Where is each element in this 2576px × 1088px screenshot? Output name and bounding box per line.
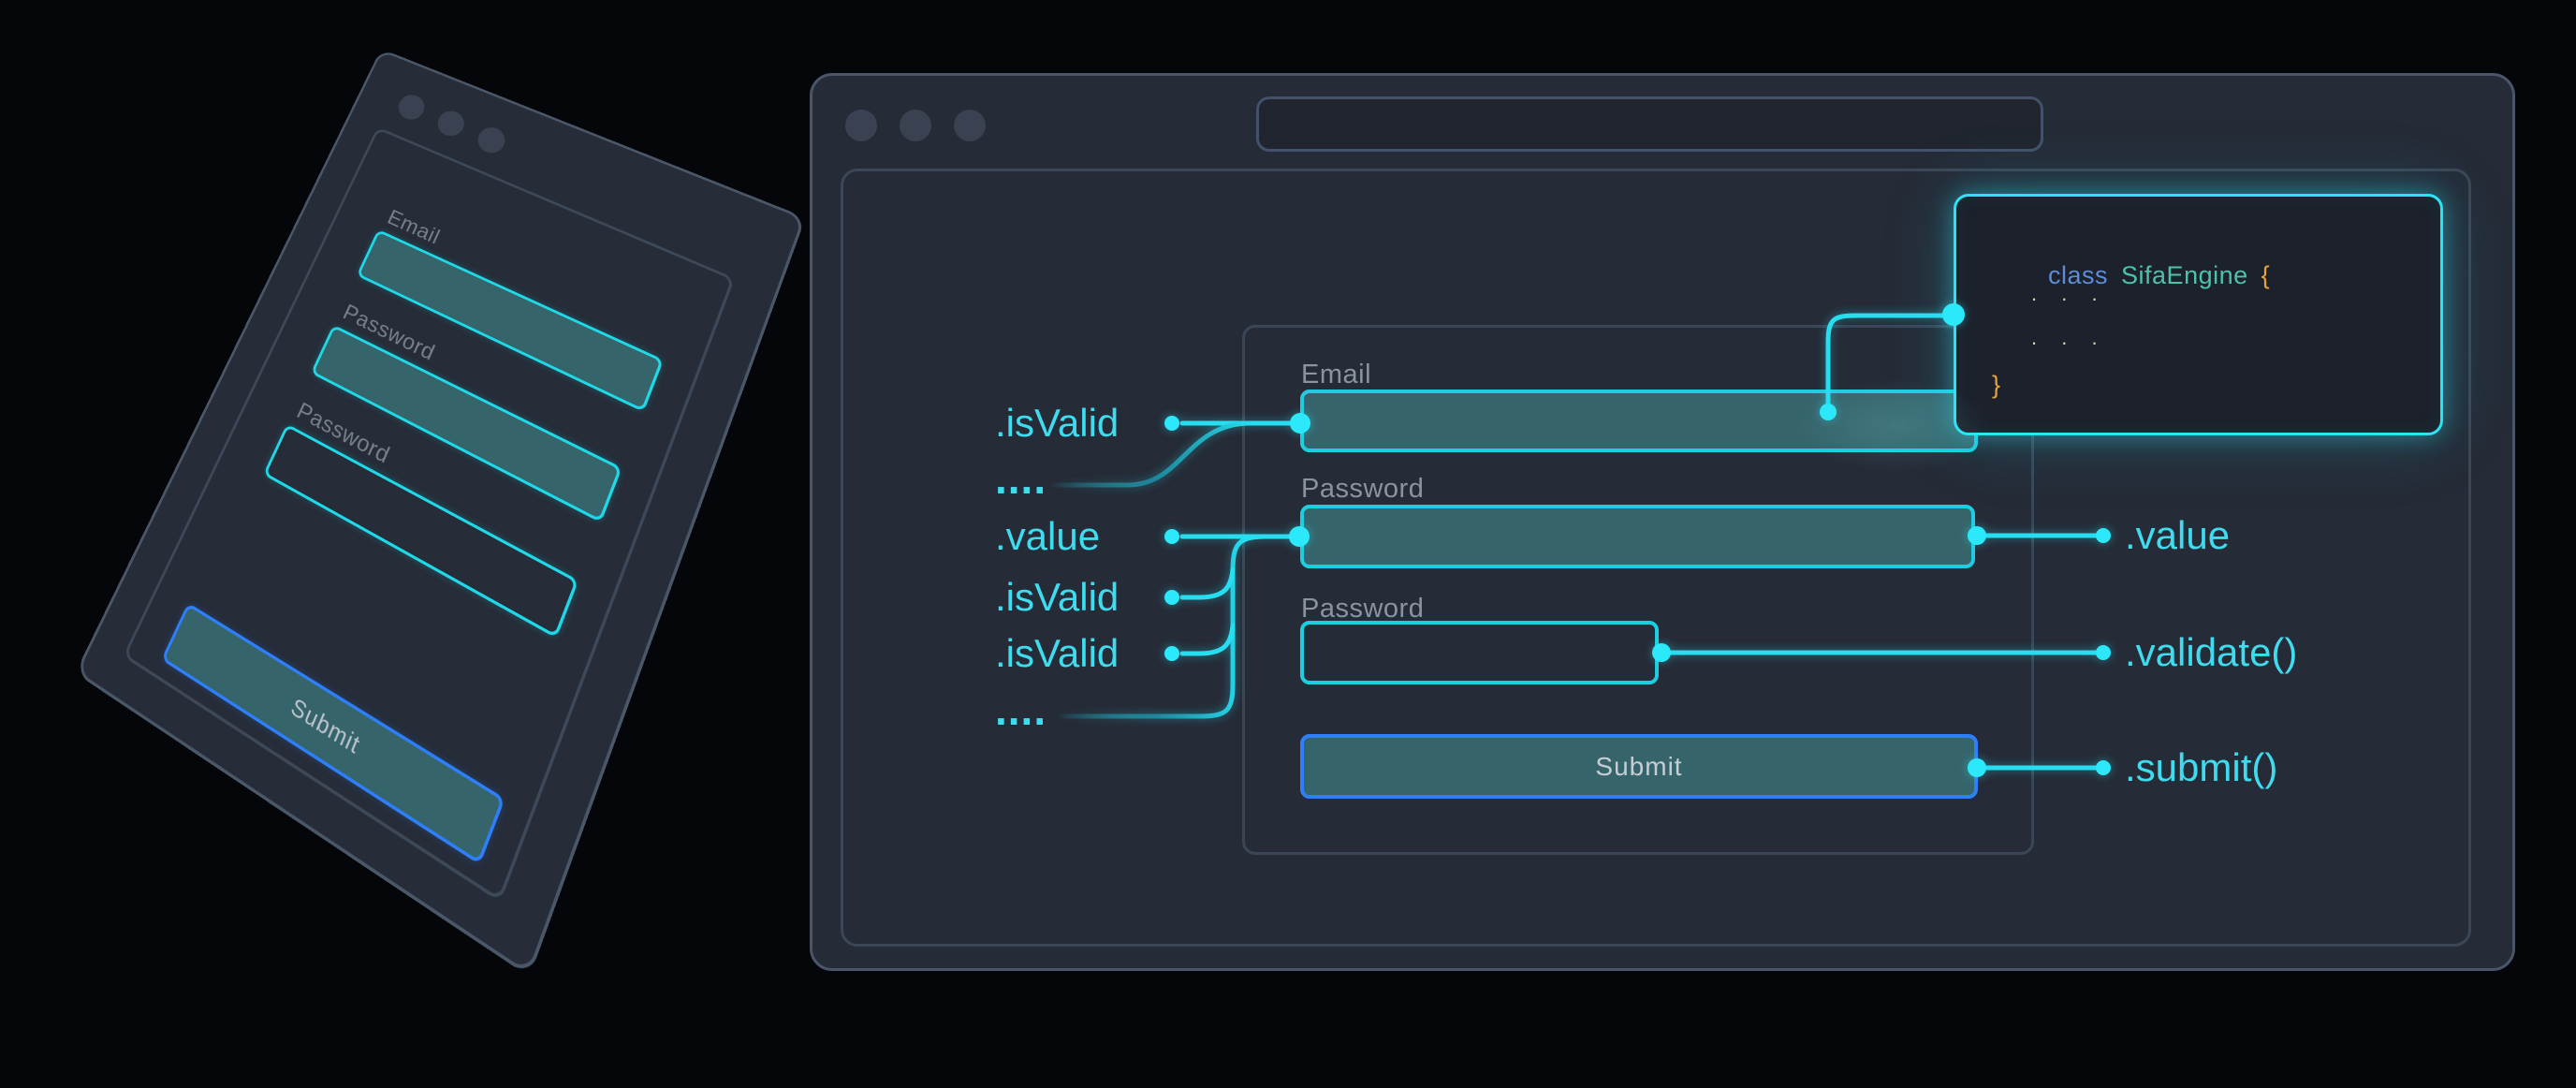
code-class-name: SifaEngine [2121, 261, 2248, 289]
window-dot-icon [954, 110, 986, 141]
window-dot-icon [900, 110, 931, 141]
window-dot-icon [845, 110, 877, 141]
mock-submit-button: Submit [161, 602, 505, 865]
tilted-form-card: Email Password Password Submit [75, 49, 806, 978]
url-bar[interactable] [1256, 96, 2043, 152]
annotation-ellipsis-password: .... [995, 685, 1047, 734]
code-panel: class SifaEngine { . . . . . . } [1954, 194, 2443, 435]
code-keyword: class [2048, 261, 2109, 289]
annotation-isvalid-email: .isValid [995, 401, 1120, 445]
code-ellipsis-line: . . . [2031, 326, 2107, 349]
code-ellipsis-line: . . . [2031, 282, 2107, 305]
window-dot-icon [474, 123, 509, 157]
code-open-brace: { [2261, 261, 2271, 289]
browser-window: Email Password Password Submit class Sifa… [810, 73, 2515, 971]
submit-label: Submit [1595, 751, 1683, 781]
page-content-panel [841, 169, 2471, 947]
password-label: Password [1301, 474, 1425, 504]
email-label: Email [1301, 360, 1372, 390]
annotation-value-right: .value [2125, 513, 2231, 557]
mock-form-panel: Email Password Password Submit [123, 126, 736, 903]
annotation-value-password: .value [995, 514, 1101, 558]
submit-button[interactable]: Submit [1300, 734, 1978, 799]
annotation-validate-right: .validate() [2125, 630, 2298, 674]
window-dot-icon [433, 107, 469, 140]
annotation-isvalid-password-2: .isValid [995, 631, 1120, 675]
code-close-brace: } [1992, 371, 2000, 400]
annotation-isvalid-password-1: .isValid [995, 575, 1120, 619]
code-class-declaration: class SifaEngine { [1988, 232, 2270, 319]
annotation-submit-right: .submit() [2125, 745, 2278, 789]
form-panel: Email Password Password Submit [1242, 325, 2034, 855]
annotation-ellipsis-email: .... [995, 454, 1047, 503]
mock-submit-label: Submit [286, 692, 365, 760]
password2-input[interactable] [1300, 621, 1659, 684]
password-input[interactable] [1300, 505, 1975, 568]
code-glow-spill [1760, 360, 2031, 492]
window-dot-icon [394, 91, 429, 124]
password2-label: Password [1301, 594, 1425, 624]
